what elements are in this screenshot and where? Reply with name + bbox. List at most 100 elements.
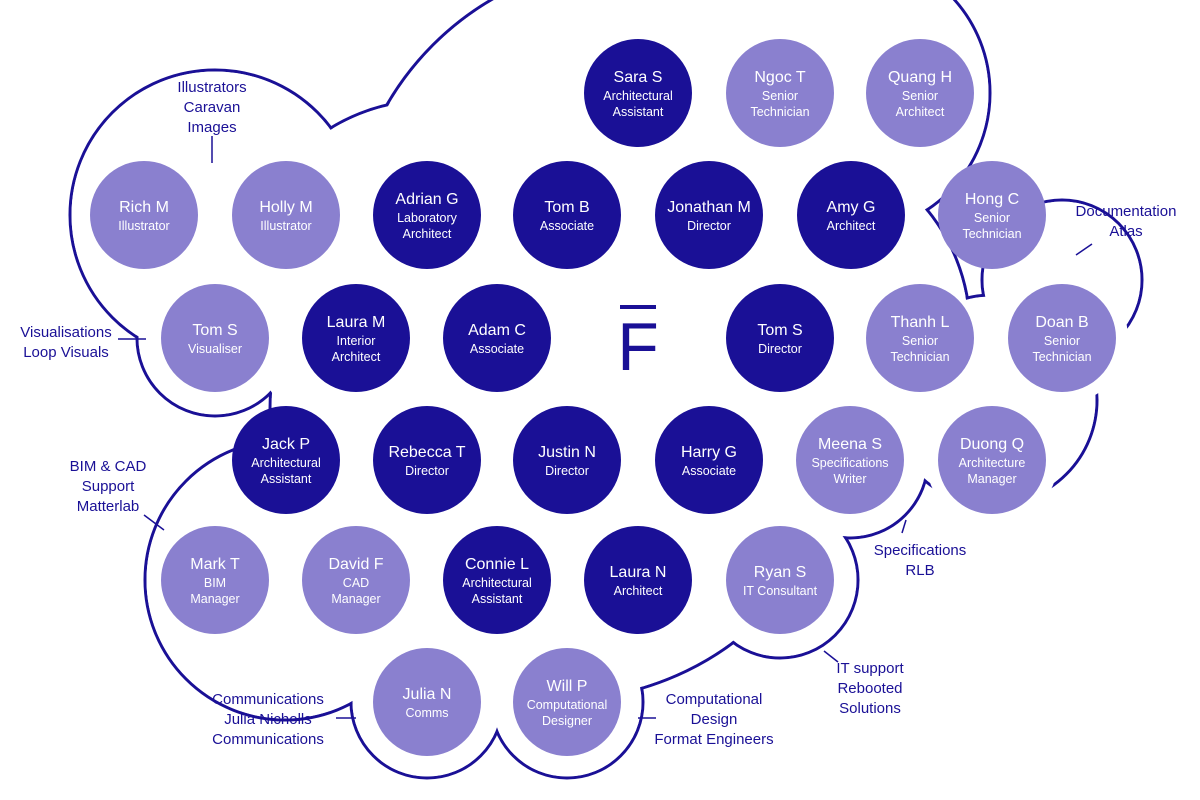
consultant-node: Tom S Visualiser [161,284,269,392]
external-label-line: RLB [905,562,934,579]
member-role: Director [405,464,449,478]
member-circle [232,161,340,269]
member-circle [1008,284,1116,392]
member-role: Assistant [261,472,312,486]
member-role: Writer [833,472,866,486]
member-role: Architecture [959,456,1026,470]
member-name: Laura N [610,564,667,581]
member-circle [302,526,410,634]
member-name: Connie L [465,556,529,573]
member-name: Jonathan M [667,199,751,216]
member-name: Justin N [538,444,596,461]
external-label-line: Format Engineers [654,731,773,748]
member-role: Technician [750,105,809,119]
logo-overbar [620,305,656,309]
external-label-line: Support [82,478,135,495]
member-circle [938,161,1046,269]
member-circle [513,648,621,756]
member-role: Senior [974,211,1010,225]
external-label-line: Loop Visuals [23,344,109,361]
member-circle [161,526,269,634]
member-name: Laura M [327,314,386,331]
external-label-line: Documentation [1076,203,1177,220]
member-circle [302,284,410,392]
member-circle [866,284,974,392]
core-member-node: Laura N Architect [584,526,692,634]
member-circle [726,526,834,634]
member-name: Harry G [681,444,737,461]
external-label-line: Visualisations [20,324,111,341]
member-role: Illustrator [118,219,169,233]
core-member-node: Amy G Architect [797,161,905,269]
member-role: Associate [540,219,594,233]
member-role: Computational [527,698,608,712]
member-role: Assistant [613,105,664,119]
member-circle [161,284,269,392]
external-label-line: IT support [836,660,904,677]
core-member-node: Rebecca T Director [373,406,481,514]
member-circle [90,161,198,269]
member-role: Architectural [251,456,320,470]
member-name: Quang H [888,69,952,86]
member-role: BIM [204,576,226,590]
member-circle [584,526,692,634]
member-name: Meena S [818,436,882,453]
member-circle [726,284,834,392]
member-role: Comms [405,706,448,720]
member-role: Visualiser [188,342,242,356]
member-role: Architect [614,584,663,598]
member-name: Rebecca T [388,444,465,461]
external-label-line: Matterlab [77,498,140,515]
member-name: Thanh L [891,314,950,331]
member-role: Architectural [603,89,672,103]
external-label-line: Atlas [1109,223,1142,240]
external-label-line: Design [691,711,738,728]
member-name: Tom S [192,322,237,339]
member-circle [584,39,692,147]
member-role: Senior [902,89,938,103]
member-circle [655,161,763,269]
member-name: Adrian G [395,191,458,208]
member-role: Manager [331,592,380,606]
leader-line [823,650,839,663]
external-label-line: Caravan [184,99,241,116]
member-name: Amy G [827,199,876,216]
member-name: Mark T [190,556,240,573]
member-role: Architect [896,105,945,119]
member-role: Senior [902,334,938,348]
member-role: Architect [827,219,876,233]
member-role: Architectural [462,576,531,590]
member-role: Specifications [811,456,888,470]
member-name: Adam C [468,322,526,339]
member-circle [726,39,834,147]
external-label-line: Illustrators [177,79,246,96]
member-circle [443,526,551,634]
member-role: Technician [890,350,949,364]
member-role: Interior [337,334,376,348]
member-circle [938,406,1046,514]
